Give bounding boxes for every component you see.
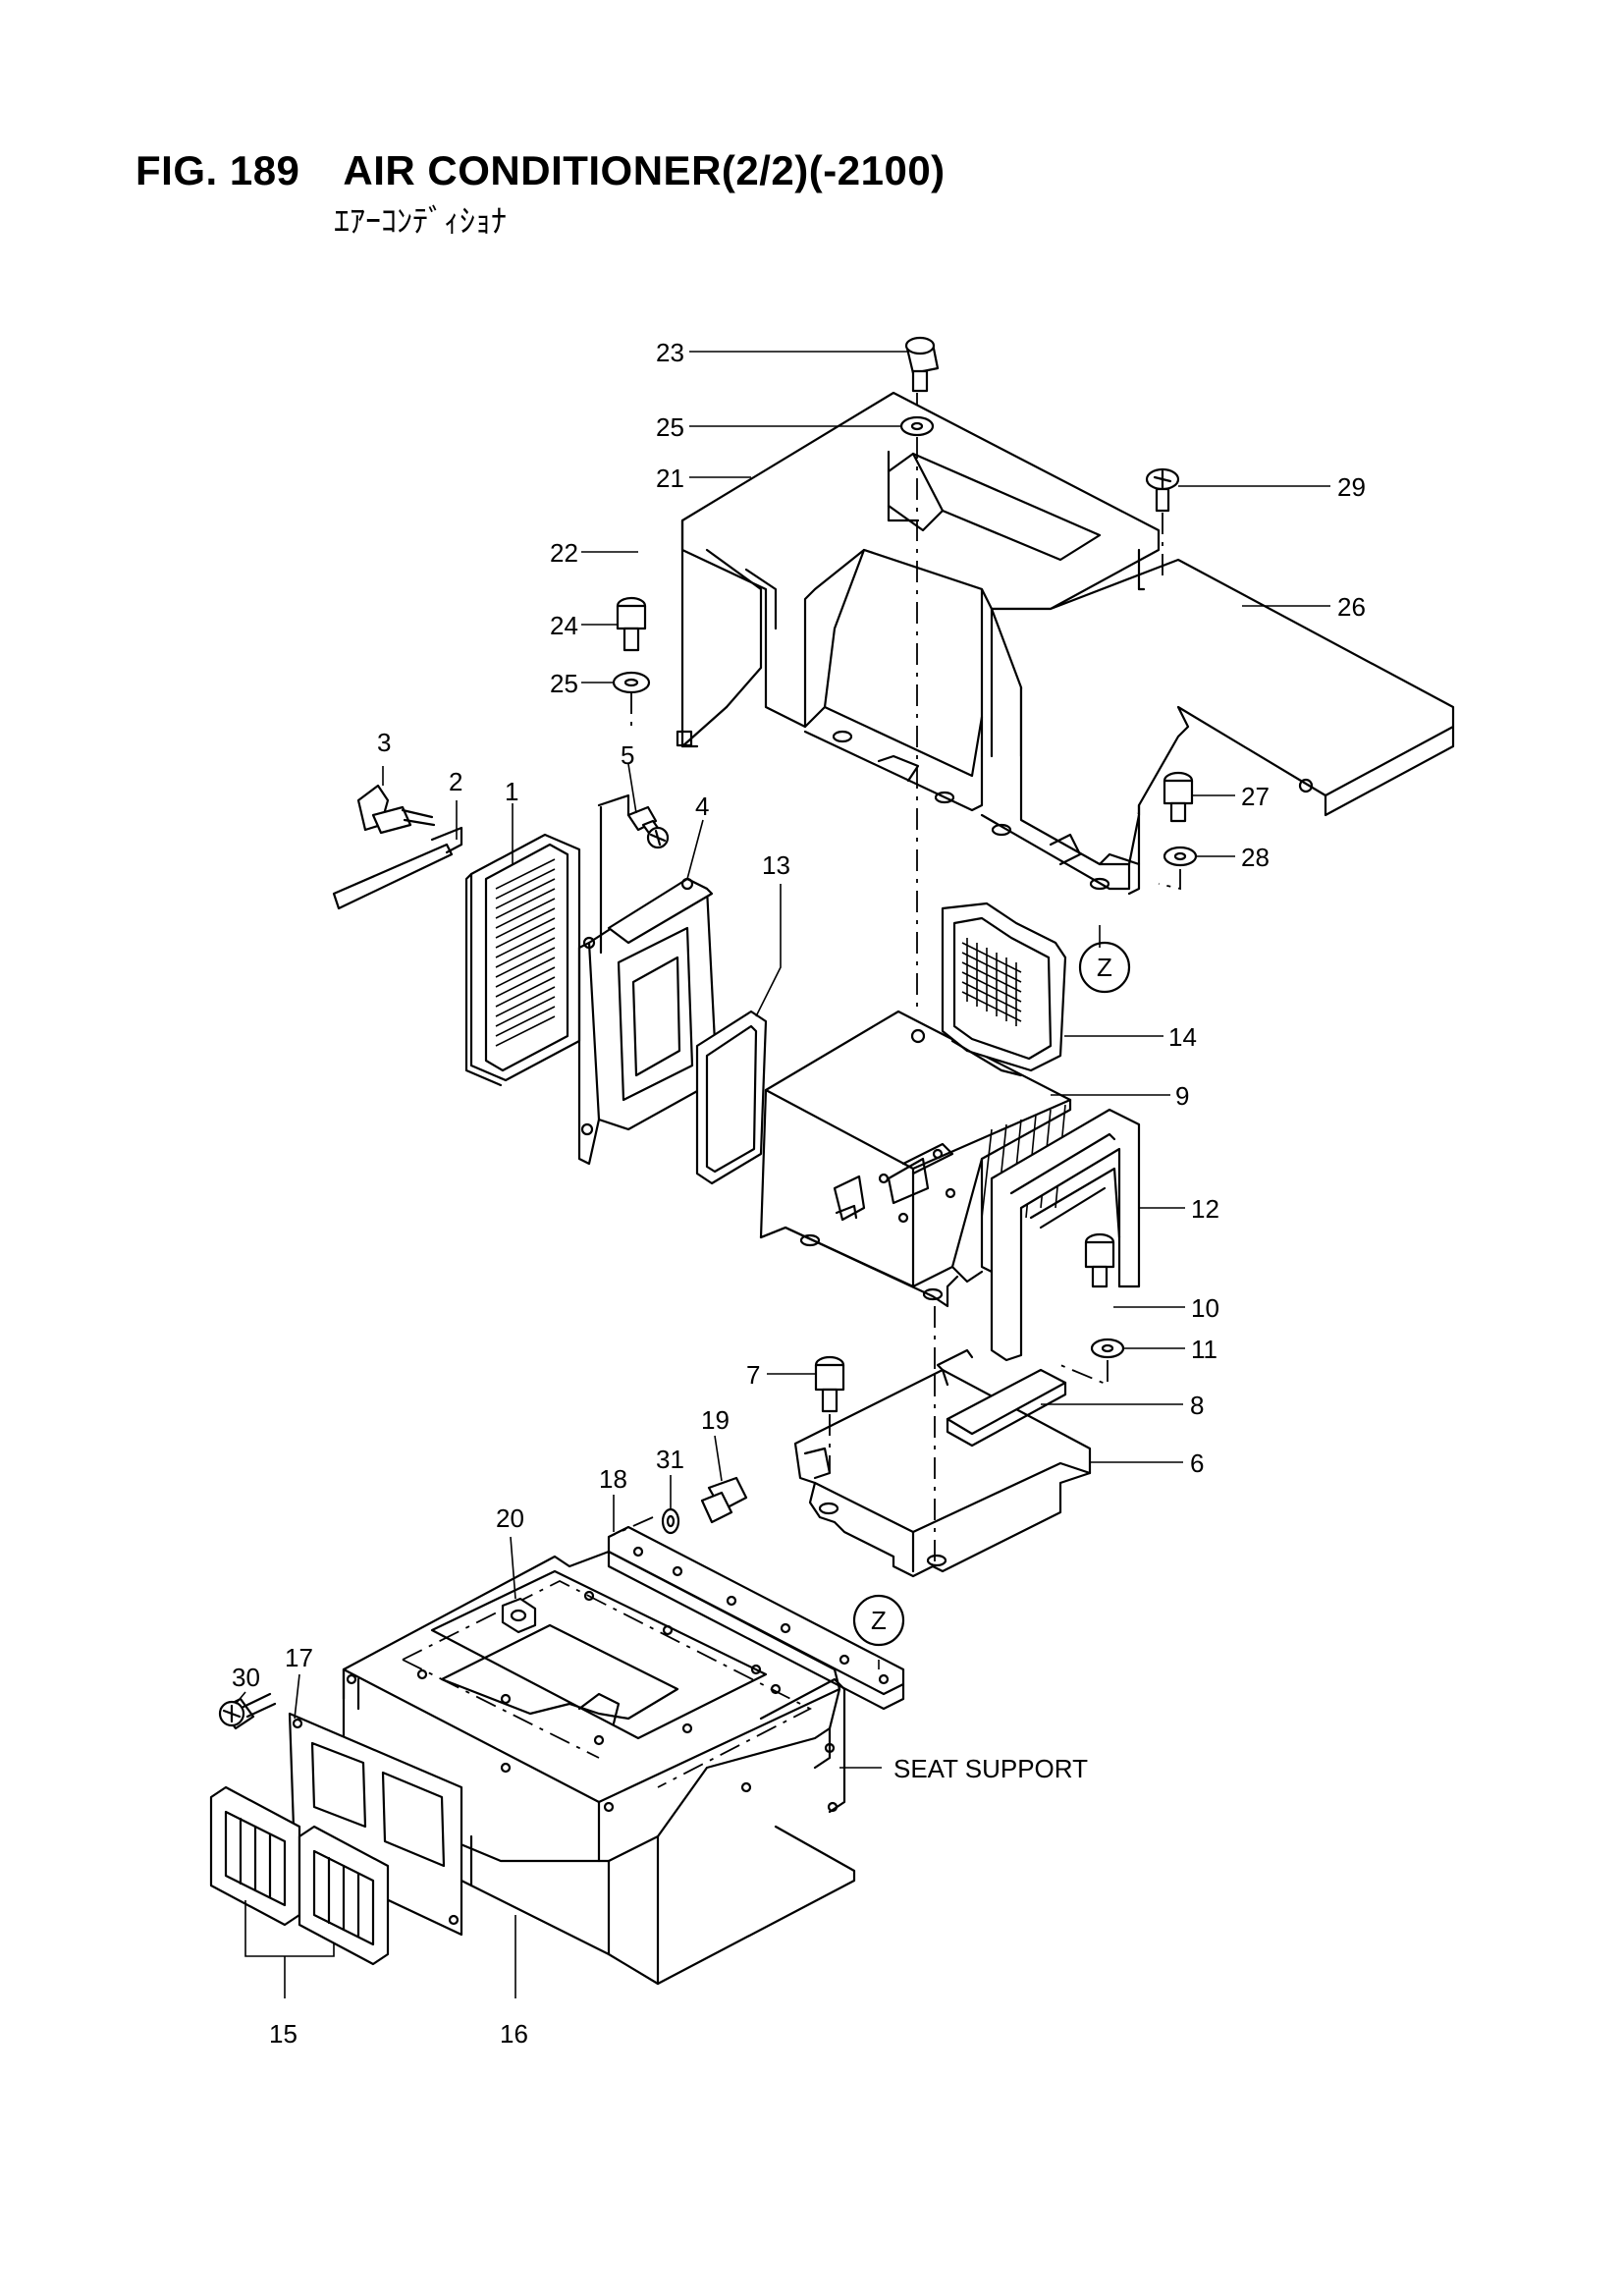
seat-support-label: SEAT SUPPORT bbox=[893, 1754, 1088, 1783]
plate-17 bbox=[288, 1712, 463, 1937]
nut-20 bbox=[501, 1597, 537, 1634]
callout-14: 14 bbox=[1168, 1022, 1197, 1052]
gasket-13 bbox=[695, 1010, 768, 1185]
outlet-duct-12 bbox=[990, 1108, 1141, 1362]
callout-19: 19 bbox=[701, 1405, 730, 1435]
callout-21: 21 bbox=[656, 464, 684, 493]
callout-24: 24 bbox=[550, 611, 578, 640]
callout-1: 1 bbox=[505, 777, 518, 806]
figure-name: AIR CONDITIONER(2/2)(-2100) bbox=[343, 147, 946, 193]
washer-31 bbox=[661, 1507, 680, 1535]
callout-17: 17 bbox=[285, 1643, 313, 1672]
callout-22: 22 bbox=[550, 538, 578, 568]
callout-15: 15 bbox=[269, 2019, 298, 2049]
assembly-lines bbox=[608, 393, 1181, 1566]
leader-lines bbox=[235, 351, 1330, 1998]
duct-extension-26 bbox=[980, 548, 1455, 896]
callout-25-left: 25 bbox=[550, 669, 578, 698]
filter-1 bbox=[464, 833, 581, 1087]
bracket-2 bbox=[332, 826, 463, 910]
bolt-7 bbox=[814, 1355, 845, 1413]
figure-number: FIG. 189 bbox=[135, 147, 300, 193]
callout-23: 23 bbox=[656, 338, 684, 367]
callout-6: 6 bbox=[1190, 1449, 1204, 1478]
filter-element-14 bbox=[941, 902, 1067, 1077]
callout-12: 12 bbox=[1191, 1194, 1219, 1224]
callout-25-top: 25 bbox=[656, 412, 684, 442]
screw-29 bbox=[1145, 467, 1180, 513]
callout-30: 30 bbox=[232, 1663, 260, 1692]
bolt-24 bbox=[616, 596, 647, 652]
marker-z-2-label: Z bbox=[871, 1606, 887, 1635]
figure-subtitle: ｴｱｰｺﾝﾃﾞｨｼｮﾅ bbox=[334, 203, 508, 239]
view-marker-z-1: Z bbox=[1078, 941, 1131, 994]
callout-8: 8 bbox=[1190, 1391, 1204, 1420]
callout-18: 18 bbox=[599, 1464, 627, 1494]
screw-30 bbox=[218, 1692, 277, 1730]
strip-8 bbox=[946, 1368, 1067, 1448]
bolt-23 bbox=[904, 336, 940, 393]
washer-25-top bbox=[899, 415, 935, 437]
callout-27: 27 bbox=[1241, 782, 1270, 811]
marker-z-1-label: Z bbox=[1097, 953, 1112, 982]
washer-28 bbox=[1163, 846, 1198, 867]
callout-31: 31 bbox=[656, 1445, 684, 1474]
callout-28: 28 bbox=[1241, 843, 1270, 872]
vent-15-left bbox=[209, 1785, 301, 1927]
unit-case-9 bbox=[759, 1010, 1072, 1338]
callout-2: 2 bbox=[449, 767, 462, 796]
callout-16: 16 bbox=[500, 2019, 528, 2049]
callout-26: 26 bbox=[1337, 592, 1366, 622]
callout-labels: 23 25 21 22 24 25 29 26 3 2 1 5 4 13 27 … bbox=[232, 338, 1366, 2049]
callout-11: 11 bbox=[1191, 1335, 1217, 1364]
bolt-27 bbox=[1163, 771, 1194, 823]
callout-3: 3 bbox=[377, 728, 391, 757]
screw-5 bbox=[626, 805, 670, 849]
washer-11 bbox=[1090, 1338, 1125, 1359]
callout-13: 13 bbox=[762, 850, 790, 880]
callout-9: 9 bbox=[1175, 1081, 1189, 1111]
duct-cover-21 bbox=[676, 391, 1161, 812]
figure-title: FIG. 189 AIR CONDITIONER(2/2)(-2100) bbox=[135, 147, 946, 194]
callout-29: 29 bbox=[1337, 472, 1366, 502]
bolt-10 bbox=[1084, 1232, 1115, 1288]
rail-18 bbox=[607, 1525, 905, 1711]
callout-5: 5 bbox=[621, 740, 634, 770]
callout-20: 20 bbox=[496, 1503, 524, 1533]
callout-10: 10 bbox=[1191, 1293, 1219, 1323]
view-marker-z-2: Z bbox=[852, 1594, 905, 1647]
wing-bolt-3 bbox=[356, 784, 436, 835]
callout-4: 4 bbox=[695, 792, 709, 821]
vent-15-right bbox=[298, 1825, 390, 1966]
washer-25-left bbox=[612, 671, 651, 694]
bolt-19 bbox=[700, 1476, 748, 1524]
callout-7: 7 bbox=[746, 1360, 760, 1390]
